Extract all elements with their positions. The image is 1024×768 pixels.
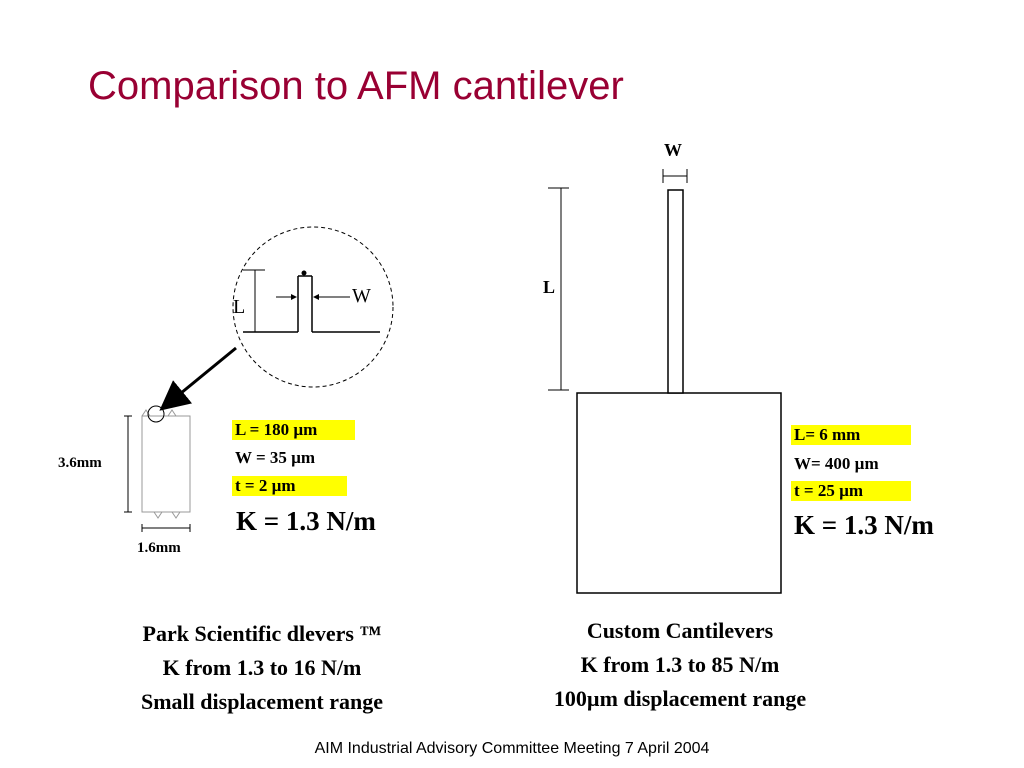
right-spec-width: W= 400 µm xyxy=(794,454,879,473)
left-spec-thickness: t = 2 µm xyxy=(232,476,347,496)
left-caption-line: Park Scientific dlevers ™ xyxy=(142,621,382,646)
chip-height-label: 3.6mm xyxy=(58,455,102,471)
left-caption-line: K from 1.3 to 16 N/m xyxy=(162,655,362,680)
custom-cantilever-drawing xyxy=(548,169,782,594)
slide-title: Comparison to AFM cantilever xyxy=(88,64,624,108)
zoom-width-label: W xyxy=(352,285,371,307)
left-k-value: K = 1.3 N/m xyxy=(236,506,376,536)
left-spec-length: L = 180 µm xyxy=(232,420,355,440)
chip-drawing xyxy=(124,405,191,532)
left-caption-line: Small displacement range xyxy=(141,689,383,714)
footer: AIM Industrial Advisory Committee Meetin… xyxy=(314,740,710,757)
zoom-length-label: L xyxy=(233,296,246,318)
chip-width-label: 1.6mm xyxy=(137,540,181,556)
left-caption: Park Scientific dlevers ™ K from 1.3 to … xyxy=(92,617,432,719)
zoom-circle xyxy=(232,226,394,388)
custom-length-label: L xyxy=(543,277,556,297)
zoom-arrow xyxy=(159,346,237,411)
custom-width-label: W xyxy=(664,140,682,160)
right-k-value: K = 1.3 N/m xyxy=(794,510,934,540)
right-caption: Custom Cantilevers K from 1.3 to 85 N/m … xyxy=(510,614,850,716)
right-spec-length: L= 6 mm xyxy=(791,425,911,445)
right-caption-line: Custom Cantilevers xyxy=(586,618,774,643)
left-spec-width: W = 35 µm xyxy=(235,448,316,467)
right-spec-thickness: t = 25 µm xyxy=(791,481,911,501)
right-caption-line: K from 1.3 to 85 N/m xyxy=(580,652,780,677)
right-caption-line: 100µm displacement range xyxy=(553,686,807,711)
